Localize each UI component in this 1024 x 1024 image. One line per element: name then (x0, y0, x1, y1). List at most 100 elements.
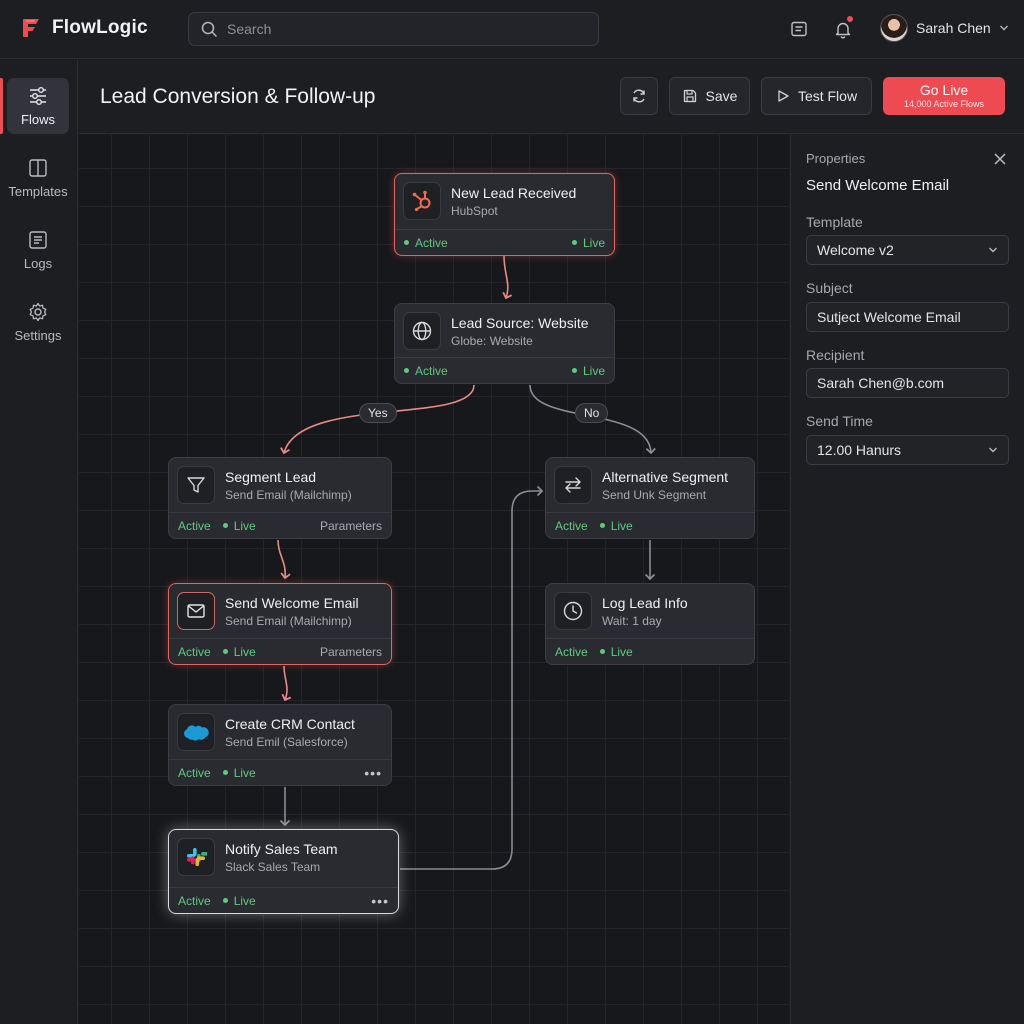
nav-item-flows[interactable]: Flows (7, 78, 69, 134)
nav-item-settings[interactable]: Settings (7, 294, 69, 350)
subject-field[interactable] (806, 302, 1009, 332)
slack-icon (177, 838, 215, 876)
node-subtitle: Send Email (Mailchimp) (225, 488, 352, 502)
node-subtitle: Wait: 1 day (602, 614, 662, 628)
go-live-button[interactable]: Go Live 14,000 Active Flows (883, 77, 1005, 115)
connector-segment-to-welcome (277, 539, 291, 580)
chevron-down-icon (989, 447, 997, 453)
node-footer: Active Live (546, 638, 754, 664)
properties-panel: Properties Send Welcome Email Template W… (790, 135, 1024, 1024)
status-active: Active (404, 236, 448, 250)
nav-label: Settings (14, 328, 62, 343)
node-lead-source[interactable]: Lead Source: Website Globe: Website Acti… (394, 303, 615, 384)
parameters-link[interactable]: Parameters (319, 644, 382, 659)
status-live: Live (222, 519, 256, 533)
node-notify-sales-team[interactable]: Notify Sales Team Slack Sales Team Activ… (168, 829, 399, 914)
node-footer: Active Live (395, 357, 614, 383)
nav-label: Templates (8, 184, 68, 199)
node-segment-lead[interactable]: Segment Lead Send Email (Mailchimp) Acti… (168, 457, 392, 539)
node-title: New Lead Received (451, 185, 577, 201)
panel-label: Properties (806, 151, 866, 166)
branch-label-yes: Yes (359, 403, 397, 423)
connector-welcome-to-crm (281, 665, 292, 702)
node-title: Send Welcome Email (225, 595, 359, 611)
status-active: Active (178, 644, 211, 659)
subject-input[interactable] (817, 309, 998, 325)
user-menu[interactable]: Sarah Chen (880, 14, 1009, 42)
node-footer: Active Live ••• (169, 759, 391, 785)
node-footer: Active Live Parameters (169, 512, 391, 538)
node-title: Lead Source: Website (451, 315, 589, 331)
mail-icon (177, 592, 215, 630)
node-footer: Active Live Parameters (169, 638, 391, 664)
nav-item-logs[interactable]: Logs (7, 222, 69, 278)
parameters-link[interactable]: Parameters (319, 518, 382, 533)
active-flows-count: 14,000 Active Flows (903, 98, 985, 109)
status-active: Active (178, 765, 211, 780)
status-live: Live (222, 766, 256, 780)
branch-label-no: No (575, 403, 609, 423)
search-icon (201, 21, 218, 37)
status-active: Active (178, 893, 211, 908)
node-new-lead[interactable]: New Lead Received HubSpot Active Live (394, 173, 615, 256)
user-name: Sarah Chen (916, 20, 991, 36)
clock-icon (554, 592, 592, 630)
recipient-input[interactable] (817, 375, 998, 391)
node-subtitle: HubSpot (451, 204, 498, 218)
more-options-icon[interactable]: ••• (364, 764, 382, 781)
chevron-down-icon (999, 25, 1008, 31)
send-time-value: 12.00 Hanurs (817, 442, 902, 458)
test-flow-button[interactable]: Test Flow (761, 77, 872, 115)
flow-canvas[interactable]: Yes No New Lead Received HubSpot Active … (79, 135, 789, 1024)
refresh-button[interactable] (620, 77, 658, 115)
status-live: Live (599, 645, 633, 659)
panel-title: Send Welcome Email (806, 177, 950, 194)
avatar (880, 14, 908, 42)
node-create-crm-contact[interactable]: Create CRM Contact Send Emil (Salesforce… (168, 704, 392, 786)
brand[interactable]: FlowLogic (20, 16, 148, 40)
filter-icon (177, 466, 215, 504)
connector-newlead-to-source (502, 255, 513, 300)
page-header: Lead Conversion & Follow-up Save Test Fl… (79, 60, 1024, 134)
node-subtitle: Send Emil (Salesforce) (225, 735, 348, 749)
status-live: Live (222, 894, 256, 908)
refresh-icon (633, 89, 645, 103)
bell-icon (835, 22, 851, 38)
message-icon (791, 21, 807, 37)
node-subtitle: Send Email (Mailchimp) (225, 614, 352, 628)
salesforce-icon (177, 713, 215, 751)
close-icon[interactable] (992, 151, 1008, 167)
nav-label: Logs (23, 256, 53, 271)
columns-icon (29, 159, 47, 177)
node-title: Notify Sales Team (225, 841, 338, 857)
node-send-welcome-email[interactable]: Send Welcome Email Send Email (Mailchimp… (168, 583, 392, 665)
nav-item-templates[interactable]: Templates (7, 150, 69, 206)
node-footer: Active Live (395, 229, 614, 255)
node-subtitle: Globe: Website (451, 334, 533, 348)
node-alternative-segment[interactable]: Alternative Segment Send Unk Segment Act… (545, 457, 755, 539)
status-live: Live (571, 236, 605, 250)
play-icon (778, 90, 789, 102)
page-title: Lead Conversion & Follow-up (100, 85, 376, 108)
messages-button[interactable] (788, 18, 810, 40)
go-live-label: Go Live (919, 81, 969, 98)
swap-arrows-icon (554, 466, 592, 504)
save-label: Save (705, 88, 738, 104)
template-select[interactable]: Welcome v2 (806, 235, 1009, 265)
search-input[interactable] (227, 21, 587, 37)
recipient-field[interactable] (806, 368, 1009, 398)
more-options-icon[interactable]: ••• (371, 892, 389, 909)
status-live: Live (599, 519, 633, 533)
chevron-down-icon (989, 247, 997, 253)
notifications-button[interactable] (832, 16, 854, 40)
search-bar[interactable] (188, 12, 599, 46)
save-button[interactable]: Save (669, 77, 750, 115)
test-flow-label: Test Flow (797, 88, 858, 104)
sliders-icon (30, 87, 46, 105)
hubspot-icon (403, 182, 441, 220)
status-live: Live (571, 364, 605, 378)
template-label: Template (806, 214, 863, 230)
node-title: Create CRM Contact (225, 716, 355, 732)
send-time-select[interactable]: 12.00 Hanurs (806, 435, 1009, 465)
node-log-lead-info[interactable]: Log Lead Info Wait: 1 day Active Live (545, 583, 755, 665)
